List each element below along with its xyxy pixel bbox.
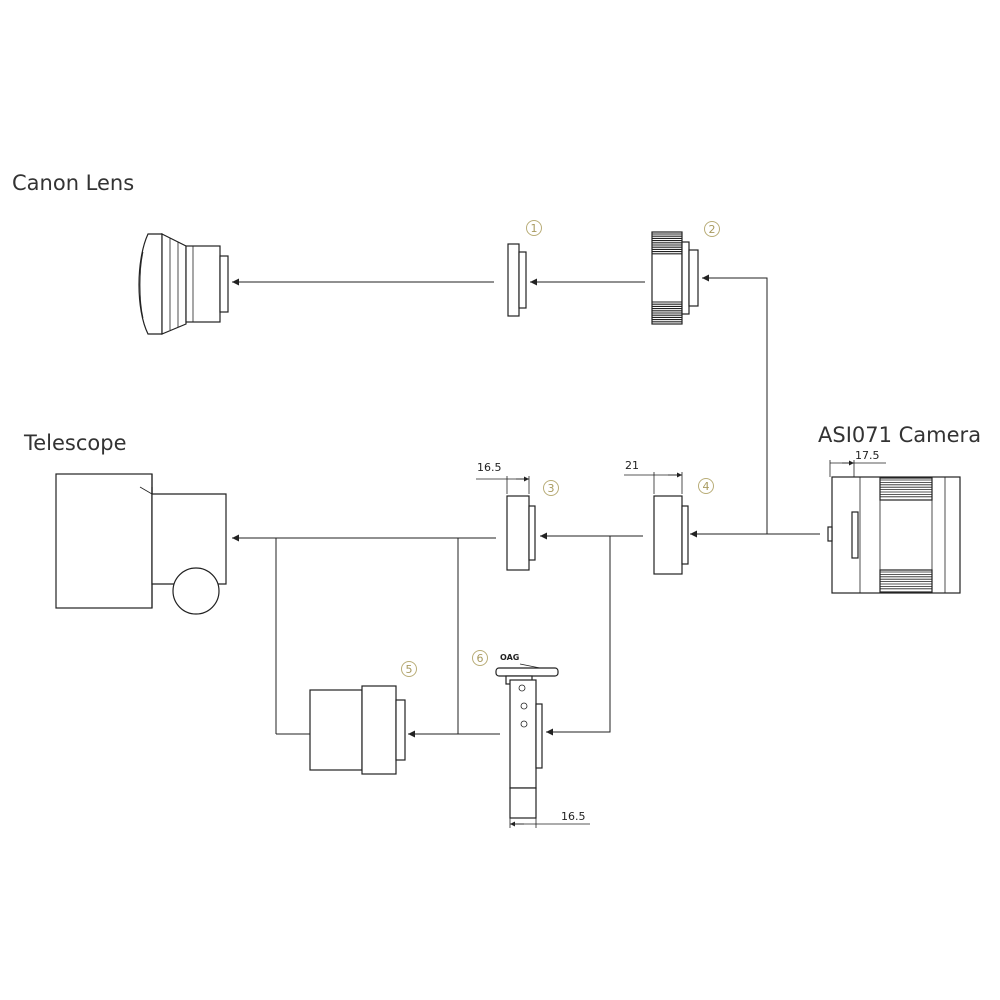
part-3-extension (506, 495, 536, 571)
camera-title: ASI071 Camera (818, 423, 981, 447)
dim-part6-16-5: 16.5 (561, 810, 586, 823)
badge-5: 5 (401, 661, 417, 677)
part-1-adapter-ring (507, 243, 527, 317)
svg-text:4: 4 (703, 480, 710, 493)
badge-6: 6 (472, 650, 488, 666)
dim-part4-21: 21 (625, 459, 639, 472)
canon-lens-title: Canon Lens (12, 171, 134, 195)
svg-text:6: 6 (477, 652, 484, 665)
telescope-title: Telescope (23, 431, 127, 455)
badge-4: 4 (698, 478, 714, 494)
dim-camera-17-5: 17.5 (855, 449, 880, 462)
svg-text:1: 1 (531, 222, 538, 235)
part-2-ef-adapter (651, 231, 699, 325)
badge-2: 2 (704, 221, 720, 237)
dimension-lines (476, 460, 886, 828)
connection-lines (232, 274, 820, 738)
svg-text:3: 3 (548, 482, 555, 495)
part-4-extension (653, 495, 689, 575)
dim-part3-16-5: 16.5 (477, 461, 502, 474)
part-5-adapter (309, 685, 406, 775)
svg-text:5: 5 (406, 663, 413, 676)
oag-label: OAG (500, 653, 519, 662)
badge-3: 3 (543, 480, 559, 496)
svg-text:2: 2 (709, 223, 716, 236)
asi071-camera-drawing (827, 476, 961, 594)
badge-1: 1 (526, 220, 542, 236)
telescope-drawing (55, 473, 227, 615)
part-6-oag (495, 663, 559, 819)
canon-lens-drawing (138, 233, 229, 335)
